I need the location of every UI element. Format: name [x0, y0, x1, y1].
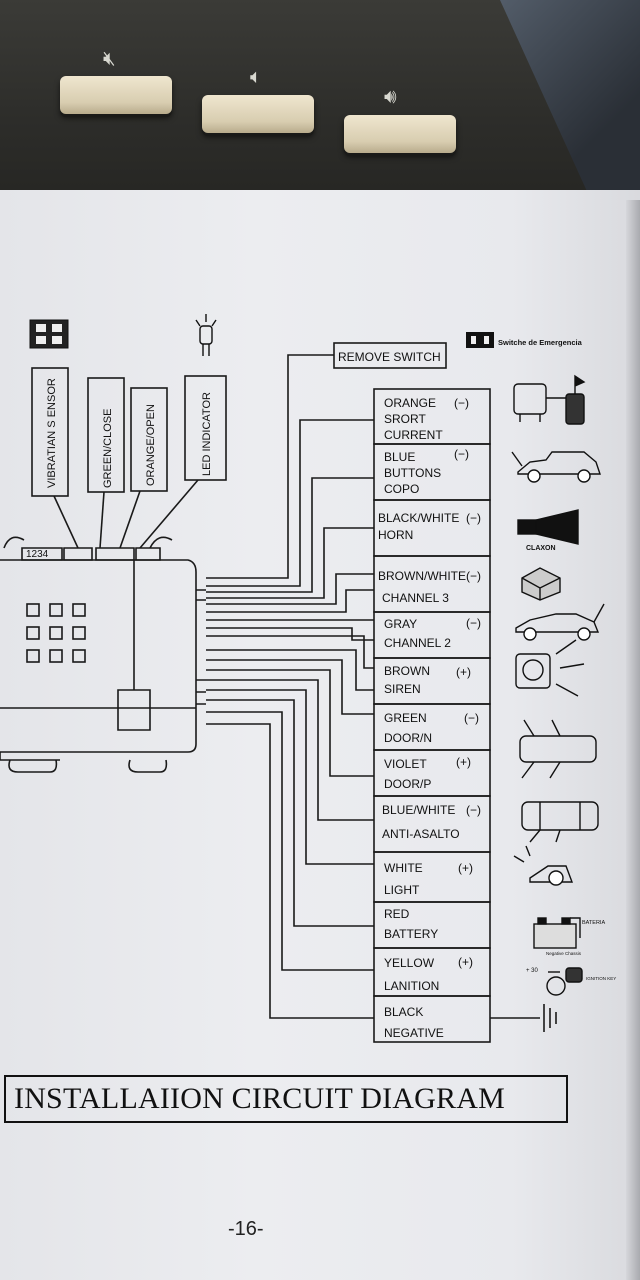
wire-white-line1: WHITE: [384, 861, 423, 875]
wire-white-polarity: (+): [458, 861, 473, 875]
wire-gray-line2: CHANNEL 2: [384, 636, 451, 650]
wire-brown-polarity: (+): [456, 665, 471, 679]
negative-chassis-label: Negative Chassis: [546, 951, 582, 956]
wire-blue-white-line2: ANTI-ASALTO: [382, 827, 460, 841]
speaker-low-icon: 🔈︎: [250, 66, 262, 88]
speaker-high-icon: 🔊︎: [384, 86, 397, 108]
plus30-label: + 30: [526, 968, 539, 974]
wire-orange-line3: CURRENT: [384, 428, 443, 442]
wire-orange-line2: SRORT: [384, 412, 426, 426]
volume-mute-button[interactable]: [60, 76, 172, 114]
wire-blue-line3: COPO: [384, 482, 419, 496]
orange-open-label: ORANGE/OPEN: [145, 404, 157, 486]
starter-relay-icon: [513, 374, 586, 425]
wire-brown-white-polarity: (−): [466, 569, 481, 583]
wire-gray-polarity: (−): [466, 616, 481, 630]
wire-black-line2: NEGATIVE: [384, 1026, 444, 1040]
diagram-title: INSTALLAIION CIRCUIT DIAGRAM: [14, 1082, 505, 1115]
car-top-view-icon: [521, 801, 599, 843]
wire-brown-white-line1: BROWN/WHITE: [378, 569, 466, 583]
wire-red-line1: RED: [384, 907, 410, 921]
page-edge: [626, 200, 640, 1280]
vibration-sensor-icon: [29, 319, 69, 349]
wire-violet-line2: DOOR/P: [384, 777, 431, 791]
volume-up-button[interactable]: [344, 115, 456, 153]
page-number: -16-: [228, 1218, 264, 1240]
horn-icon: [517, 509, 579, 545]
wire-yellow-line1: YELLOW: [384, 956, 435, 970]
ignition-key-icon: [546, 967, 583, 996]
wire-green-line2: DOOR/N: [384, 731, 432, 745]
remove-switch-label: REMOVE SWITCH: [338, 350, 441, 364]
channel3-module-icon: [521, 567, 561, 601]
title-box: [4, 1075, 568, 1123]
wire-yellow-line2: LANITION: [384, 979, 439, 993]
wire-black-white-polarity: (−): [466, 511, 481, 525]
wire-green-polarity: (−): [464, 711, 479, 725]
speaker-mute-icon: 🔇︎: [103, 48, 116, 70]
wire-black-white-line2: HORN: [378, 528, 413, 542]
bateria-label: BATERIA: [582, 920, 605, 926]
volume-down-button[interactable]: [202, 95, 314, 133]
emergency-switch-label: Switche de Emergencia: [498, 338, 583, 347]
wire-blue-white-polarity: (−): [466, 803, 481, 817]
wire-blue-line1: BLUE: [384, 450, 415, 464]
wire-brown-line1: BROWN: [384, 664, 430, 678]
wire-violet-line1: VIOLET: [384, 757, 427, 771]
emergency-switch-icon: [466, 332, 494, 348]
led-bulb-icon: [195, 314, 217, 356]
wire-yellow-polarity: (+): [458, 955, 473, 969]
wire-blue-polarity: (−): [454, 447, 469, 461]
wire-orange-polarity: (−): [454, 396, 469, 410]
wire-red-line2: BATTERY: [384, 927, 438, 941]
green-close-label: GREEN/CLOSE: [102, 409, 114, 488]
car-light-icon: [513, 845, 574, 886]
wire-green-line1: GREEN: [384, 711, 427, 725]
vibration-sensor-label: VIBRATIAN S ENSOR: [46, 378, 58, 488]
claxon-label: CLAXON: [526, 545, 556, 552]
wire-gray-line1: GRAY: [384, 617, 417, 631]
wire-black-line1: BLACK: [384, 1005, 423, 1019]
ignition-key-label: IGNITION KEY: [586, 976, 616, 981]
wire-brown-line2: SIREN: [384, 682, 421, 696]
car-trunk-icon: [515, 603, 605, 641]
connector-pins: 1234: [26, 549, 49, 560]
wire-white-line2: LIGHT: [384, 883, 420, 897]
wire-brown-white-line2: CHANNEL 3: [382, 591, 449, 605]
wire-blue-line2: BUTTONS: [384, 466, 441, 480]
car-doors-open-icon: [519, 719, 597, 779]
siren-icon: [515, 639, 585, 697]
wire-black-white-line1: BLACK/WHITE: [378, 511, 459, 525]
battery-icon: [533, 917, 581, 949]
wire-orange-line1: ORANGE: [384, 396, 436, 410]
wire-violet-polarity: (+): [456, 755, 471, 769]
wire-blue-white-line1: BLUE/WHITE: [382, 803, 455, 817]
led-indicator-label: LED INDICATOR: [201, 392, 213, 476]
car-hood-open-icon: [511, 451, 601, 483]
